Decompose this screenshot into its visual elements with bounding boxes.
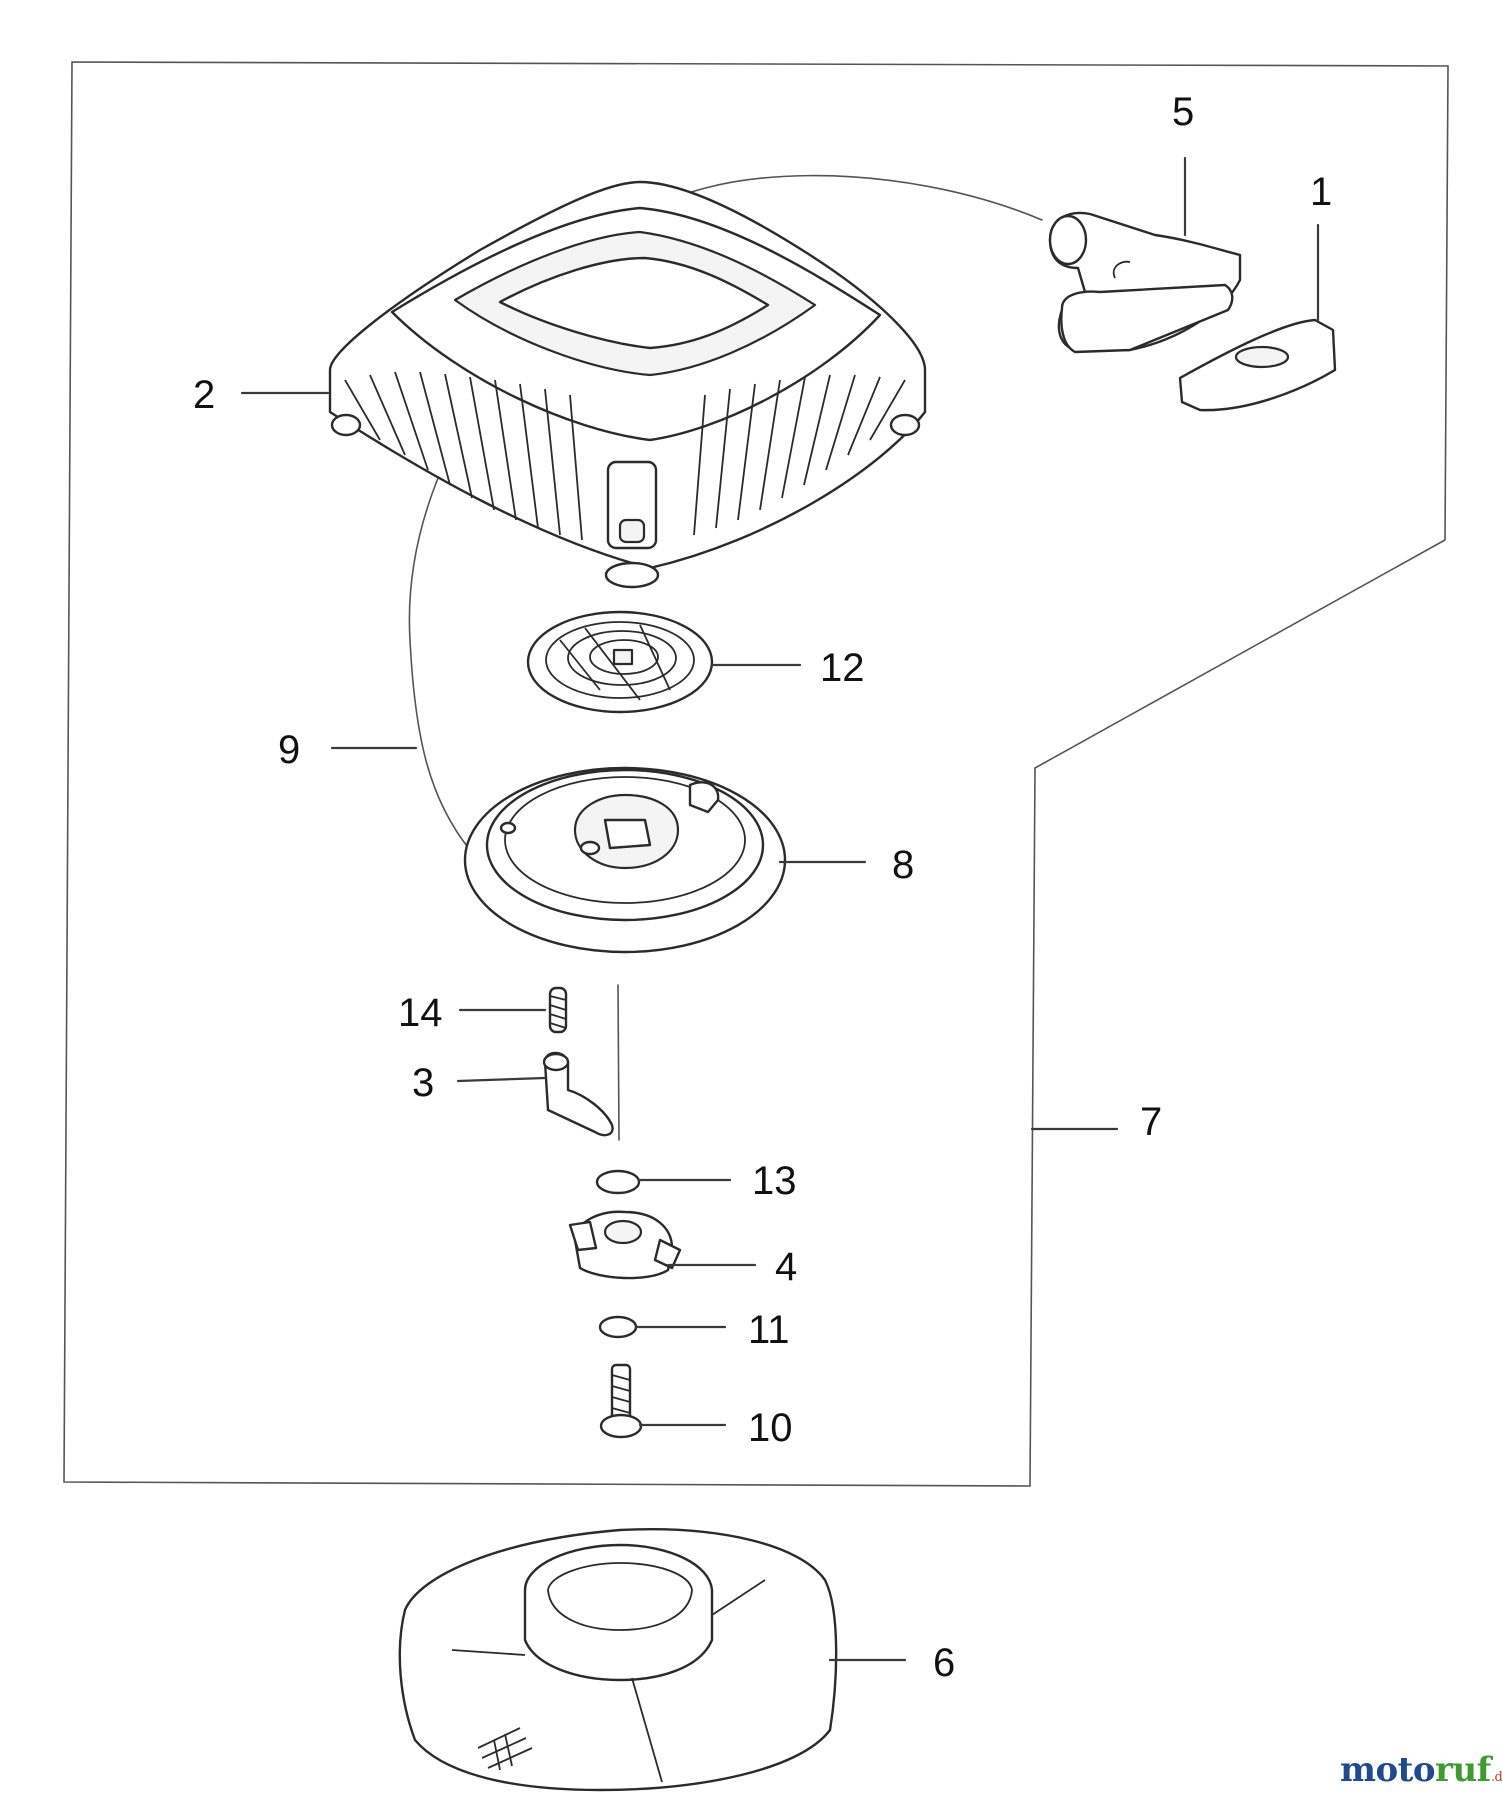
watermark-accent: ruf: [1435, 1750, 1491, 1790]
ratchet: [568, 1210, 682, 1280]
callout-13: 13: [752, 1159, 797, 1203]
callout-3: 3: [412, 1061, 434, 1105]
handle-insert: [1178, 318, 1337, 412]
callout-10: 10: [748, 1406, 793, 1450]
callout-4: 4: [775, 1245, 797, 1289]
washer-13: [595, 1169, 641, 1195]
starter-handle: [1048, 211, 1242, 354]
callout-8: 8: [892, 843, 914, 887]
cover-plate: [398, 1528, 838, 1792]
callout-2: 2: [193, 373, 215, 417]
starter-housing: [328, 180, 927, 589]
callout-labels: 1 2 3 4 5 6 7 8 9 10 11 12 13 14: [193, 90, 1332, 1685]
rope-pulley: [463, 766, 787, 954]
callout-11: 11: [748, 1308, 790, 1352]
watermark-main: moto: [1340, 1750, 1436, 1790]
callout-1: 1: [1310, 170, 1332, 214]
pawl-spring: [548, 986, 568, 1034]
center-axis: [617, 984, 620, 1141]
washer-11: [598, 1315, 638, 1339]
callout-9: 9: [278, 728, 300, 772]
recoil-spring: [526, 610, 714, 714]
callout-6: 6: [933, 1641, 955, 1685]
leader-lines: [240, 156, 1320, 1662]
leader-3: [456, 1076, 547, 1083]
callout-7: 7: [1140, 1100, 1162, 1144]
screw: [599, 1363, 643, 1439]
callout-5: 5: [1172, 90, 1194, 134]
callout-14: 14: [398, 991, 443, 1035]
assembly-outline: [63, 61, 1449, 1487]
watermark-suffix: .de: [1490, 1770, 1502, 1785]
watermark-logo: motoruf.de: [1340, 1750, 1502, 1790]
ratchet-pawl: [542, 1051, 614, 1137]
callout-12: 12: [820, 646, 865, 690]
